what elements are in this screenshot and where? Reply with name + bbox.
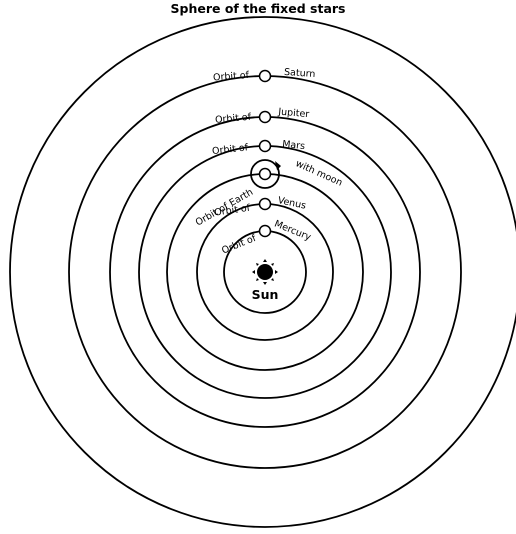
orbit-label-mercury-right: Mercury — [273, 219, 313, 244]
orbit-label-mercury-left: Orbit of — [220, 233, 258, 257]
planet-saturn — [260, 71, 271, 82]
sun-label: Sun — [252, 287, 279, 302]
orbit-label-earth-right: with moon — [294, 158, 344, 188]
planet-mercury — [260, 226, 271, 237]
orbit-label-saturn-left: Orbit of — [213, 70, 250, 84]
orbit-label-jupiter-left: Orbit of — [215, 112, 252, 126]
planet-venus — [260, 199, 271, 210]
orbit-label-mars-left: Orbit of — [212, 142, 250, 157]
sun-icon — [252, 259, 278, 285]
planet-earth — [260, 169, 271, 180]
planet-jupiter — [260, 112, 271, 123]
orbit-label-saturn-right: Saturn — [284, 67, 316, 80]
orbit-label-mars-right: Mars — [282, 139, 306, 152]
planet-mars — [260, 141, 271, 152]
